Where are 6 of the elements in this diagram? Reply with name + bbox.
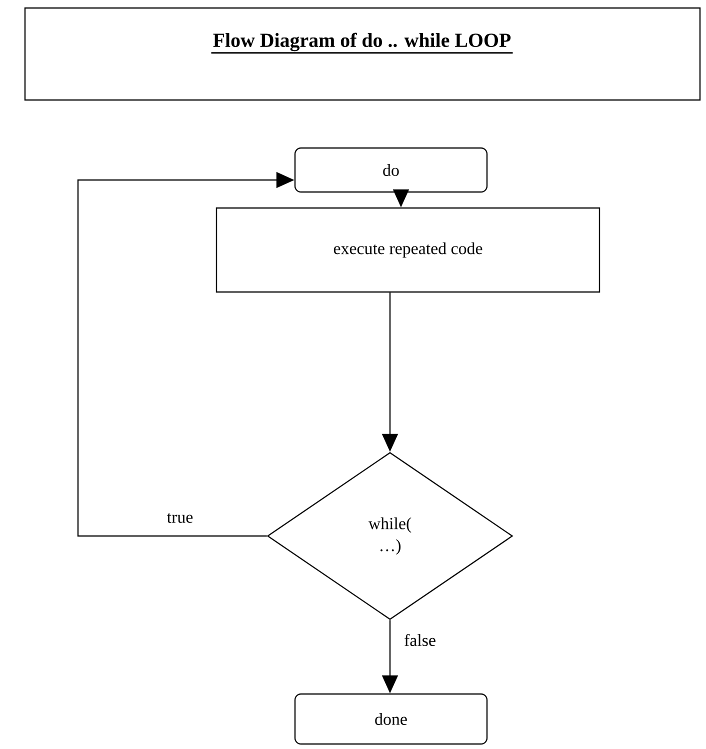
edge-label: false [403,632,437,648]
title-box: Flow Diagram of do .. while LOOP [24,7,701,101]
edge-label: true [166,512,194,524]
process-box: execute repeated code [216,207,600,293]
terminal-box: done [294,693,488,745]
terminal-box: do [294,147,488,193]
